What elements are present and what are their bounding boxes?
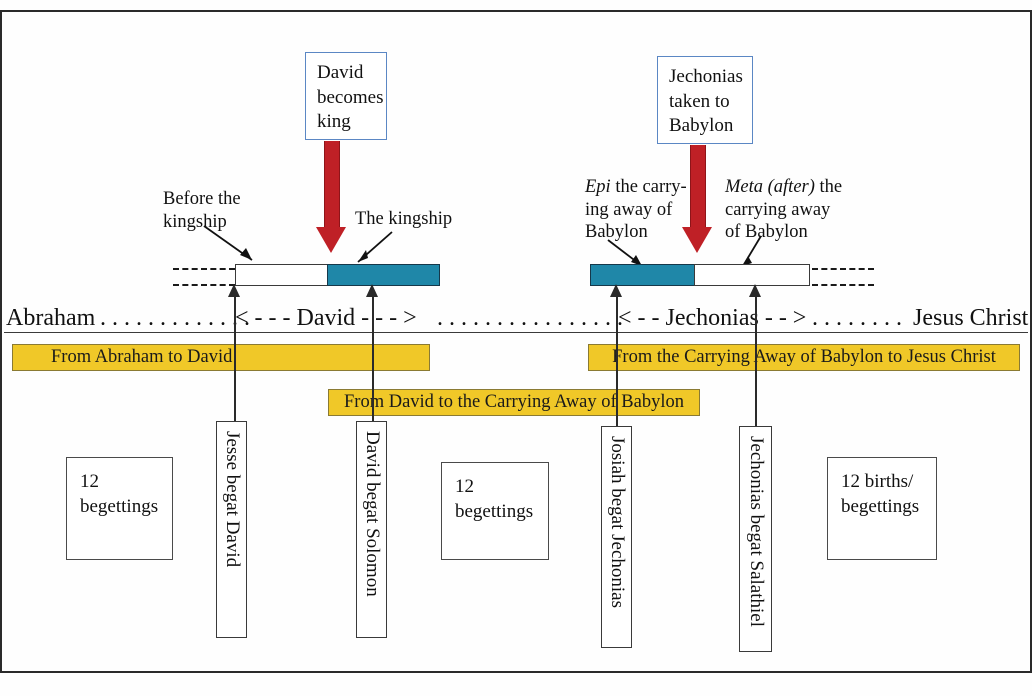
note-line: 12 births/	[841, 471, 914, 492]
red-down-arrow-david	[316, 141, 346, 253]
note-line: 12	[80, 471, 99, 492]
yellow-bar-babylon-to-jesus-christ: From the Carrying Away of Babylon to Jes…	[588, 344, 1020, 371]
label-line: Epi the carry-	[585, 176, 735, 199]
label-line: Babylon	[585, 222, 648, 243]
genealogy-timeline-text: Abraham . . . . . . . . . . . . . < - - …	[0, 305, 1032, 337]
note-box-right-12-births-begettings: 12 births/ begettings	[827, 457, 937, 560]
timeline-david-marker: < - - - David - - - >	[235, 305, 417, 331]
label-line: of Babylon	[725, 222, 808, 243]
timeline-dots-2: . . . . . . . . . . . . . . . .	[437, 305, 623, 331]
callout-line: Jechonias	[669, 66, 743, 87]
page-rule-top	[0, 10, 1032, 12]
label-before-the-kingship: Before the kingship	[163, 188, 293, 233]
timeline-jechonias-marker: < - - Jechonias - - >	[618, 305, 807, 331]
page-rule-bottom	[0, 671, 1032, 673]
label-meta-rest: the	[814, 177, 843, 197]
callout-line: becomes	[317, 86, 384, 108]
label-line: ing away of	[585, 199, 673, 220]
callout-david-becomes-king: David becomes king	[305, 52, 387, 140]
callout-jechonias-taken-to-babylon: Jechonias taken to Babylon	[657, 56, 753, 144]
dash-left-lower	[173, 284, 235, 286]
note-box-left-12-begettings: 12 begettings	[66, 457, 173, 560]
red-down-arrow-jechonias	[682, 145, 712, 253]
note-line: begettings	[841, 495, 920, 517]
yellow-bar-label: From the Carrying Away of Babylon to Jes…	[612, 347, 996, 367]
connector-david-begat-solomon	[372, 296, 374, 422]
callout-line: king	[317, 111, 351, 133]
callout-line: Babylon	[669, 115, 734, 137]
connector-arrowhead	[610, 284, 622, 297]
note-box-middle-12-begettings: 12 begettings	[441, 462, 549, 560]
connector-arrowhead	[228, 284, 240, 297]
timeline-jesus-christ: Jesus Christ	[913, 305, 1029, 331]
yellow-bar-label: From David to the Carrying Away of Babyl…	[344, 392, 684, 412]
label-line: Meta (after) the	[725, 176, 895, 199]
bar-meta-after-carrying-away	[694, 264, 810, 286]
label-meta-after-carrying-away: Meta (after) the carrying away of Babylo…	[725, 176, 895, 244]
vbox-label: David begat Solomon	[362, 431, 383, 597]
yellow-bar-abraham-to-david: From Abraham to David	[12, 344, 430, 371]
connector-jechonias-begat-salathiel	[755, 296, 757, 426]
connector-arrowhead	[749, 284, 761, 297]
label-line: Before the	[163, 189, 241, 209]
page-rule-left	[0, 10, 2, 672]
vbox-label: Jesse begat David	[222, 431, 243, 568]
pointer-the-kingship	[357, 231, 393, 263]
dash-right-upper	[812, 268, 874, 270]
note-line: begettings	[80, 495, 159, 517]
callout-line: taken to	[669, 90, 730, 112]
label-meta-italic: Meta (after)	[725, 177, 815, 197]
note-line: 12	[455, 476, 474, 497]
label-line: carrying away	[725, 199, 831, 220]
bar-epi-carrying-away	[590, 264, 695, 286]
vbox-jechonias-begat-salathiel: Jechonias begat Salathiel	[739, 426, 772, 652]
bar-before-kingship	[235, 264, 328, 286]
timeline-underline	[4, 332, 1028, 333]
yellow-bar-david-to-babylon: From David to the Carrying Away of Babyl…	[328, 389, 700, 416]
connector-jesse-begat-david	[234, 296, 236, 422]
label-epi-carrying-away: Epi the carry- ing away of Babylon	[585, 176, 735, 244]
connector-arrowhead	[366, 284, 378, 297]
bar-the-kingship	[327, 264, 440, 286]
note-line: begettings	[455, 500, 534, 522]
label-line: The kingship	[355, 209, 453, 229]
label-line: kingship	[163, 211, 227, 232]
callout-line: David	[317, 62, 364, 83]
yellow-bar-label: From Abraham to David	[51, 347, 233, 367]
connector-josiah-begat-jechonias	[616, 296, 618, 426]
pointer-before-kingship	[203, 225, 253, 261]
vbox-label: Josiah begat Jechonias	[607, 436, 628, 609]
pointer-meta	[742, 235, 762, 267]
label-the-kingship: The kingship	[355, 208, 495, 231]
label-epi-italic: Epi	[585, 177, 611, 197]
vbox-jesse-begat-david: Jesse begat David	[216, 421, 247, 638]
pointer-epi	[607, 239, 643, 267]
vbox-david-begat-solomon: David begat Solomon	[356, 421, 387, 638]
timeline-abraham: Abraham	[6, 305, 96, 331]
dash-right-lower	[812, 284, 874, 286]
timeline-dots-1: . . . . . . . . . . . . .	[100, 305, 250, 331]
vbox-josiah-begat-jechonias: Josiah begat Jechonias	[601, 426, 632, 648]
dash-left-upper	[173, 268, 235, 270]
page-rule-right	[1030, 10, 1032, 672]
label-epi-rest: the carry-	[610, 177, 687, 197]
vbox-label: Jechonias begat Salathiel	[746, 436, 767, 627]
timeline-dots-3: . . . . . . . .	[812, 305, 902, 331]
